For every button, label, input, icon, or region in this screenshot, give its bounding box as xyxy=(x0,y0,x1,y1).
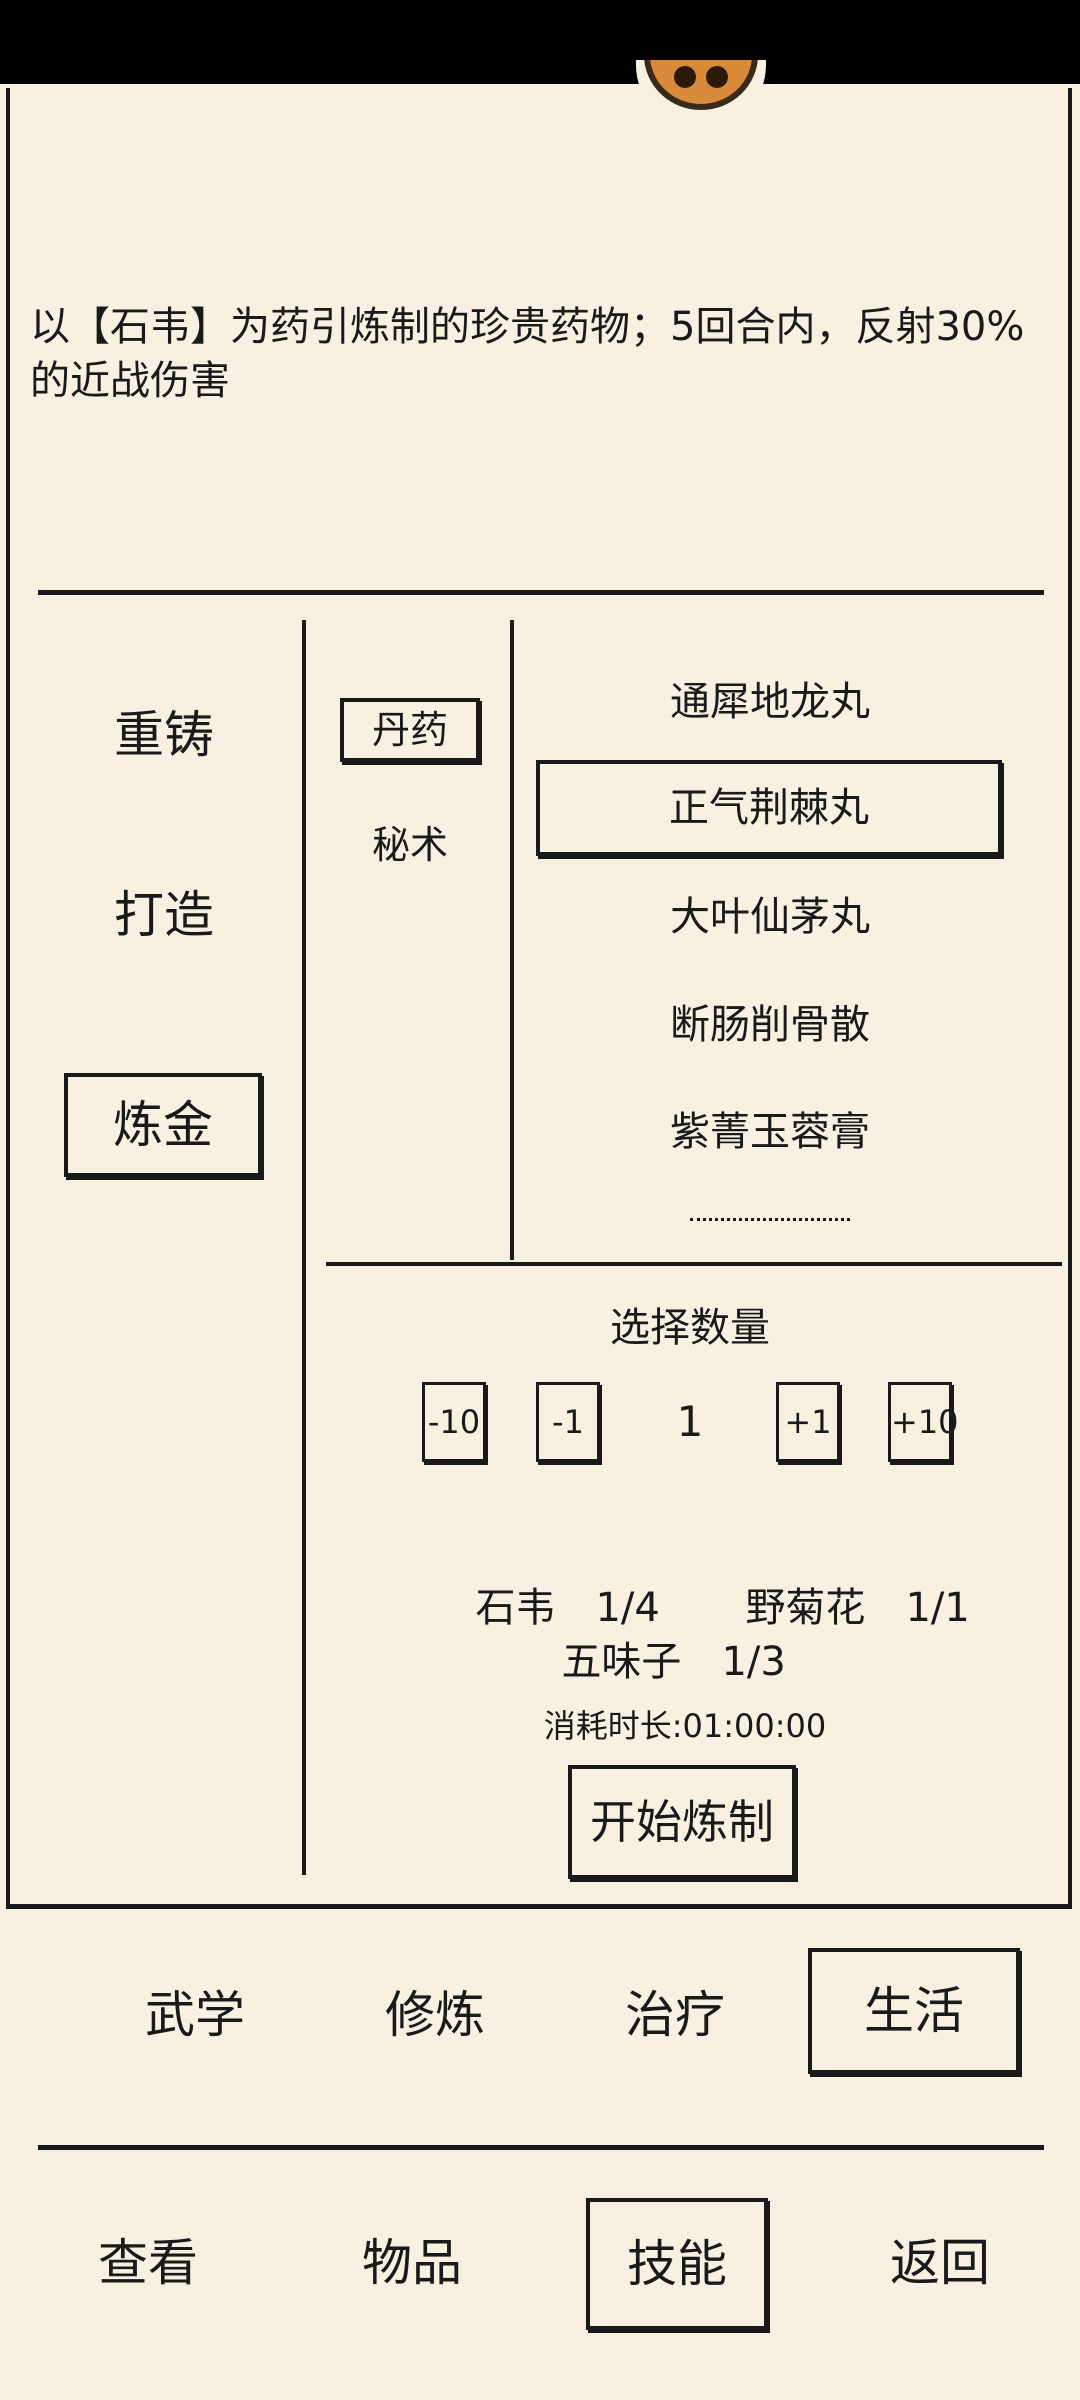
recipe-item-selected[interactable]: 正气荆棘丸 xyxy=(536,760,1002,856)
avatar-icon xyxy=(636,60,766,130)
material-count: 1/4 xyxy=(595,1585,660,1631)
plus-10-button[interactable]: +10 xyxy=(888,1382,959,1462)
recipe-item-cutoff xyxy=(690,1218,850,1224)
minus-1-button[interactable]: -1 xyxy=(536,1382,600,1462)
start-crafting-button[interactable]: 开始炼制 xyxy=(568,1765,796,1879)
material-item: 石韦 1/4 xyxy=(450,1533,660,1633)
material-name: 五味子 xyxy=(561,1639,682,1685)
nav-back[interactable]: 返回 xyxy=(890,2234,990,2292)
subcategory-secret-arts[interactable]: 秘术 xyxy=(371,823,448,867)
nav-skills[interactable]: 技能 xyxy=(586,2198,768,2330)
material-name: 野菊花 xyxy=(745,1585,866,1631)
tab-life[interactable]: 生活 xyxy=(808,1948,1020,2074)
panel-right-border xyxy=(1068,88,1072,1908)
material-item: 五味子 1/3 xyxy=(536,1587,786,1687)
nav-items[interactable]: 物品 xyxy=(362,2234,462,2292)
recipe-list[interactable]: 通犀地龙丸 正气荆棘丸 大叶仙茅丸 断肠削骨散 紫菁玉蓉膏 xyxy=(520,655,1020,1225)
quantity-title: 选择数量 xyxy=(610,1305,770,1351)
craft-duration: 消耗时长:01:00:00 xyxy=(543,1707,827,1745)
divider-top xyxy=(38,590,1044,595)
divider-craft-area xyxy=(326,1262,1062,1266)
panel-bottom-border xyxy=(6,1904,1072,1909)
nav-view[interactable]: 查看 xyxy=(98,2234,198,2292)
material-count: 1/1 xyxy=(905,1585,970,1631)
divider-vertical-left xyxy=(302,620,306,1875)
minus-10-button[interactable]: -10 xyxy=(422,1382,486,1462)
material-item: 野菊花 1/1 xyxy=(720,1533,970,1633)
material-count: 1/3 xyxy=(721,1639,786,1685)
material-name: 石韦 xyxy=(475,1585,556,1631)
tab-cultivation[interactable]: 修炼 xyxy=(385,1986,485,2044)
subcategory-pills[interactable]: 丹药 xyxy=(340,698,480,762)
panel-left-border xyxy=(6,88,10,1908)
tab-martial-arts[interactable]: 武学 xyxy=(145,1986,245,2044)
status-bar xyxy=(0,0,1080,84)
divider-bottom-nav xyxy=(38,2145,1044,2150)
category-recast[interactable]: 重铸 xyxy=(114,706,214,764)
quantity-value: 1 xyxy=(676,1397,704,1446)
recipe-item[interactable]: 紫菁玉蓉膏 xyxy=(670,1109,870,1155)
category-forge[interactable]: 打造 xyxy=(114,886,214,944)
recipe-item[interactable]: 通犀地龙丸 xyxy=(670,679,870,725)
recipe-item[interactable]: 大叶仙茅丸 xyxy=(670,894,870,940)
recipe-item[interactable]: 断肠削骨散 xyxy=(670,1002,870,1048)
plus-1-button[interactable]: +1 xyxy=(776,1382,840,1462)
divider-vertical-middle xyxy=(510,620,514,1260)
tab-healing[interactable]: 治疗 xyxy=(625,1986,725,2044)
category-alchemy[interactable]: 炼金 xyxy=(64,1073,262,1177)
item-description: 以【石韦】为药引炼制的珍贵药物；5回合内，反射30%的近战伤害 xyxy=(30,304,1025,404)
